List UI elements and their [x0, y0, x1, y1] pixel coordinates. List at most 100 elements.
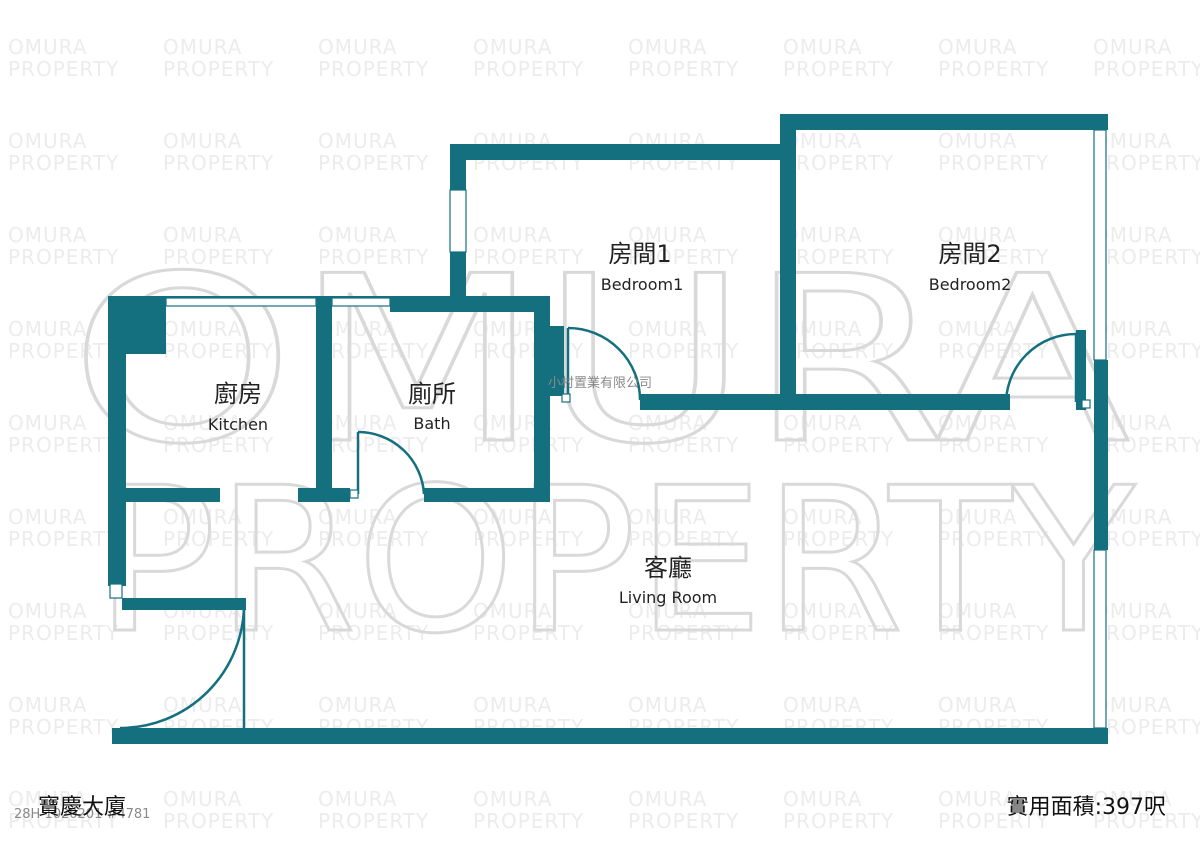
watermark-tile-line2: PROPERTY: [318, 151, 429, 175]
watermark-tile-line2: PROPERTY: [473, 433, 584, 457]
watermark-tile-line1: OMURA: [1093, 787, 1172, 811]
watermark-tile-line1: OMURA: [8, 505, 87, 529]
watermark-tile-line2: PROPERTY: [8, 715, 119, 739]
watermark-tile-line1: OMURA: [938, 599, 1017, 623]
watermark-tile-line2: PROPERTY: [1093, 715, 1200, 739]
label-bath-en: Bath: [413, 414, 450, 433]
watermark-tile-line1: OMURA: [8, 599, 87, 623]
watermark-tile-line1: OMURA: [938, 693, 1017, 717]
walls: [108, 114, 1108, 744]
watermark-tile-line1: OMURA: [783, 693, 862, 717]
watermark-tile-line1: OMURA: [783, 223, 862, 247]
wall-entrance-top: [122, 598, 246, 610]
window-kitchen: [165, 297, 317, 307]
watermark-tile-line1: OMURA: [318, 787, 397, 811]
watermark-tile-line2: PROPERTY: [628, 245, 739, 269]
watermark-tile-line2: PROPERTY: [1093, 151, 1200, 175]
watermark-tile-line2: PROPERTY: [163, 809, 274, 833]
watermark-tile-line2: PROPERTY: [163, 621, 274, 645]
watermark-tile-line1: OMURA: [938, 35, 1017, 59]
watermark-tile-line2: PROPERTY: [938, 621, 1049, 645]
watermark-tile-line1: OMURA: [318, 693, 397, 717]
watermark-tiles: OMURAPROPERTYOMURAPROPERTYOMURAPROPERTYO…: [8, 35, 1200, 833]
watermark-tile-line2: PROPERTY: [8, 245, 119, 269]
wall-bath-bottom-right: [424, 488, 550, 502]
label-bedroom2-zh: 房間2: [938, 240, 1001, 268]
door-entrance-swing: [119, 603, 246, 730]
wall-bed1-door-jamb: [550, 326, 564, 396]
watermark-tile-line1: OMURA: [163, 317, 242, 341]
watermark-tile-line2: PROPERTY: [938, 433, 1049, 457]
watermark-tile-line2: PROPERTY: [163, 527, 274, 551]
watermark-tile-line1: OMURA: [473, 223, 552, 247]
window-living: [1093, 549, 1107, 729]
wall-bed1-top: [450, 144, 796, 160]
watermark-tile-line2: PROPERTY: [163, 151, 274, 175]
watermark-tile-line1: OMURA: [318, 129, 397, 153]
watermark-tile-line1: OMURA: [318, 223, 397, 247]
watermark-tile-line2: PROPERTY: [318, 621, 429, 645]
watermark-tile-line2: PROPERTY: [1093, 339, 1200, 363]
watermark-tile-line2: PROPERTY: [783, 621, 894, 645]
watermark-tile-line2: PROPERTY: [318, 57, 429, 81]
watermark-tile-line2: PROPERTY: [1093, 245, 1200, 269]
watermark-tile-line2: PROPERTY: [473, 809, 584, 833]
watermark-tile-line2: PROPERTY: [473, 245, 584, 269]
watermark-tile-line2: PROPERTY: [783, 527, 894, 551]
room-labels: 房間1 Bedroom1 房間2 Bedroom2 廚房 Kitchen 廁所 …: [208, 240, 1011, 607]
watermark-tile-line1: OMURA: [163, 411, 242, 435]
watermark-tile-line2: PROPERTY: [1093, 809, 1200, 833]
watermark-tile-line1: OMURA: [318, 505, 397, 529]
watermark-tile-line1: OMURA: [8, 129, 87, 153]
watermark-tile-line2: PROPERTY: [1093, 527, 1200, 551]
watermark-tile-line1: OMURA: [783, 317, 862, 341]
watermark-tile-line2: PROPERTY: [1093, 621, 1200, 645]
wall-kitchen-bottom: [108, 488, 220, 502]
wall-bath-left: [316, 296, 332, 502]
watermark-tile-line2: PROPERTY: [938, 57, 1049, 81]
watermark-tile-line1: OMURA: [783, 505, 862, 529]
watermark-tile-line1: OMURA: [628, 693, 707, 717]
wall-bedroom-bottom: [640, 394, 1010, 410]
watermark-tile-line1: OMURA: [8, 223, 87, 247]
label-bedroom2-en: Bedroom2: [929, 275, 1012, 294]
watermark-tile-line1: OMURA: [8, 317, 87, 341]
watermark-tile-line2: PROPERTY: [628, 809, 739, 833]
watermark-tile-line2: PROPERTY: [8, 433, 119, 457]
watermark-tile-line1: OMURA: [628, 599, 707, 623]
footer-building: 寶慶大廈: [38, 795, 126, 820]
watermark-tile-line2: PROPERTY: [783, 57, 894, 81]
watermark-tile-line2: PROPERTY: [783, 339, 894, 363]
door-bed1-hinge: [561, 393, 571, 403]
watermark-tile-line2: PROPERTY: [473, 621, 584, 645]
watermark-tile-line1: OMURA: [628, 787, 707, 811]
watermark-tile-line1: OMURA: [628, 317, 707, 341]
watermark-tile-line2: PROPERTY: [628, 527, 739, 551]
watermark-tile-line2: PROPERTY: [1093, 57, 1200, 81]
watermark-tile-line1: OMURA: [163, 129, 242, 153]
watermark-tile-line1: OMURA: [783, 599, 862, 623]
watermark-tile-line1: OMURA: [318, 599, 397, 623]
doors: [109, 326, 1091, 730]
watermark-large-line2: PROPERTY: [95, 445, 1136, 678]
watermark-tile-line1: OMURA: [318, 35, 397, 59]
watermark-tile-line2: PROPERTY: [938, 809, 1049, 833]
watermark-tile-line2: PROPERTY: [8, 151, 119, 175]
watermark-tile-line1: OMURA: [473, 505, 552, 529]
wall-bed2-door-jamb: [1076, 330, 1086, 410]
window-bedroom1: [449, 189, 467, 253]
watermark-tile-line1: OMURA: [163, 35, 242, 59]
watermark-tile-line2: PROPERTY: [628, 433, 739, 457]
watermark-tile-line2: PROPERTY: [318, 339, 429, 363]
door-entrance-hinge: [109, 583, 123, 599]
watermark-tile-line1: OMURA: [473, 787, 552, 811]
footer-area: 實用面積:397呎: [1007, 795, 1166, 820]
label-kitchen-zh: 廚房: [214, 380, 262, 408]
watermark-tile-line1: OMURA: [8, 35, 87, 59]
watermark-tile-line2: PROPERTY: [628, 339, 739, 363]
watermark-tile-line1: OMURA: [938, 787, 1017, 811]
door-bed2-swing: [1004, 332, 1077, 405]
watermark-tile-line2: PROPERTY: [318, 527, 429, 551]
watermark-tile-line1: OMURA: [1093, 35, 1172, 59]
window-bedroom2: [1093, 129, 1107, 361]
